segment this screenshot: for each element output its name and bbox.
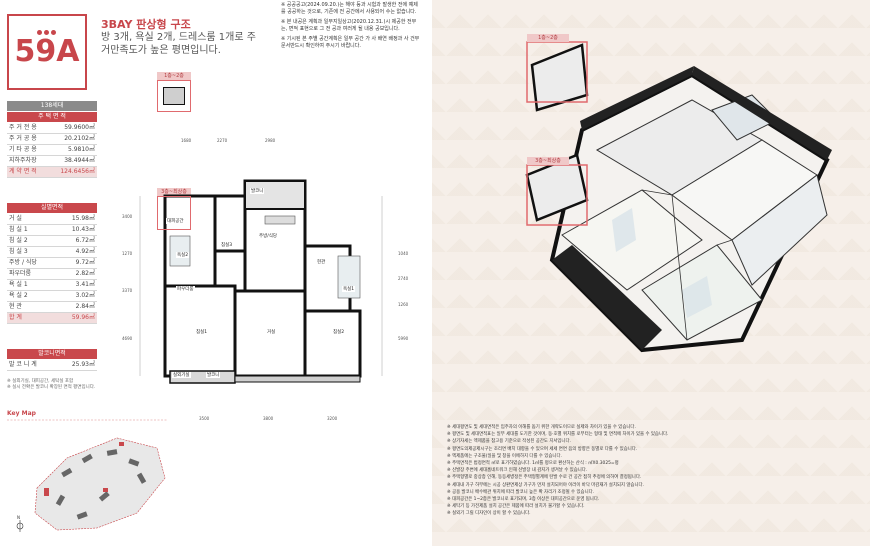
footnote: ※ 실외기실, 대피공간, 세탁실 포함: [7, 379, 74, 384]
dim-right-1: 1040: [398, 251, 409, 256]
note-top-item: ※ 공공공고(2024.09.20.)는 해야 등과 시험과 발생한 전에 예제…: [281, 2, 418, 15]
inset-1-2-frame: [157, 80, 191, 112]
room-label-bed1: 침실1: [195, 329, 209, 335]
household-count: 138세대: [7, 101, 97, 111]
dim-right-3: 1260: [398, 302, 409, 307]
dim-left-3: 3370: [122, 288, 133, 293]
svg-text:N: N: [17, 515, 20, 520]
actual-area-header: 실별면적: [7, 203, 97, 213]
footnote: ※ 실시 전확은 발코니 확장된 면적 평면입니다.: [7, 385, 96, 390]
plan-walls: [139, 179, 383, 384]
room-label-balcony: 발코니: [250, 188, 265, 194]
dim-top-1: 1680: [181, 138, 192, 143]
note-bottom-item: ※ 엑제품에는 구조물(일을 및 창을 이에하지 다를 수 있습니다.: [447, 453, 562, 459]
unit-description: 방 3개, 욕실 2개, 드레스룸 1개로 주거만족도가 높은 평면입니다.: [101, 32, 256, 56]
note-bottom-item: ※ 실외기 그릴 디자인이 상이 할 수 있습니다.: [447, 511, 531, 517]
floor-plan-2d: 1층~2층 1680 2270 2980 3층~최상층 발코니 대피공간 침실3…: [120, 66, 425, 386]
room-label-balcony-bottom: 발코니: [206, 372, 221, 378]
note-bottom-item: ※ 평면도 및 세대면적표는 일부 세대를 도기한 것이며, 동·호별 위치를 …: [447, 432, 669, 438]
unit-type-code: 59A: [14, 34, 80, 69]
floor-tag-3-top: 3층~최상층: [157, 188, 191, 196]
unit-headline: 3BAY 판상형 구조: [101, 18, 191, 31]
room-label-powder: 파우더룸: [176, 286, 195, 292]
room-label-evac: 대피공간: [166, 218, 185, 224]
area-footnotes: ※ 실외기실, 대피공간, 세탁실 포함 ※ 실시 전확은 발코니 확장된 면적…: [7, 379, 97, 391]
notes-bottom: ※ 세대평면도 및 세대면적은 입주자의 이해를 돕기 위한 개략도이므로 실제…: [447, 424, 865, 518]
note-bottom-item: ※ 주택면적은 법정면적 ㎡로 표기하였습니다. 1㎡를 평으로 환산하는 산식…: [447, 461, 619, 467]
site-key-map: N: [7, 419, 167, 532]
inset-1-2-balcony: [163, 87, 185, 105]
note-bottom-item: ※ 공용 발코니 배수배관 위치에 따라 발코니 높은 확 자리가 조정될 수 …: [447, 489, 595, 495]
balcony-header: 발코니면적: [7, 349, 97, 359]
note-bottom-item: ※ 상기자세는 엑제품을 참고용 기준으로 작성된 공간도 지서입니다.: [447, 439, 571, 445]
evac-space-frame: [157, 196, 191, 230]
dim-bottom-3: 3200: [327, 416, 338, 421]
note-bottom-item: ※ 주택형별로 중상층 인해, 동등세병정은 주택형별계에 탄발 수로 건 공간…: [447, 475, 642, 481]
keymap-title: Key Map: [7, 410, 36, 417]
room-label-ac: 실외기실: [172, 372, 191, 378]
floor-tag-1-2: 1층~2층: [157, 72, 191, 80]
floor-plan-isometric: [525, 41, 832, 353]
notes-top: ※ 공공공고(2024.09.20.)는 해야 등과 시험과 발생한 전에 예제…: [281, 2, 421, 53]
note-bottom-item: ※ 대피공간은 1~2층은 발코니로 표기되며, 3층 이상은 대피공간으로 운…: [447, 497, 600, 503]
note-bottom-item: ※ 세탁기 등 가전제품 설치 공간은 제품에 따라 설치가 불가할 수 있습니…: [447, 504, 585, 510]
room-label-bath1: 욕실1: [342, 286, 356, 292]
room-label-bed3: 침실3: [220, 242, 234, 248]
dim-right-4: 5990: [398, 336, 409, 341]
dim-bottom-2: 3800: [263, 416, 274, 421]
note-bottom-item: ※ 평면도의제공제시구는 조리면 배치 대항을 수 있으며 세세 면면 음의 방…: [447, 446, 638, 452]
dim-left-1: 3400: [122, 214, 133, 219]
note-bottom-item: ※ 세대내 가구 하부에는 시공 상판면제상 가구가 먼저 설치되어야 이러이 …: [447, 482, 644, 488]
room-label-entry: 현관: [316, 259, 327, 265]
iso-floor-tag-3-top: 3층~최상층: [527, 157, 569, 165]
dim-bottom-1: 3500: [199, 416, 210, 421]
note-bottom-item: ※ 세대평면도 및 세대면적은 입주자의 이해를 돕기 위한 개략도이므로 실제…: [447, 425, 636, 430]
dim-top-2: 2270: [217, 138, 228, 143]
dim-left-4: 4690: [122, 336, 133, 341]
note-top-item: ※ 본 내공은 계획과 일부지일상고(2020.12.31.)시 제공한 전부는…: [281, 19, 417, 32]
area-header: 주 택 면 적: [7, 112, 97, 122]
dim-left-2: 1270: [122, 251, 133, 256]
dim-right-2: 2740: [398, 276, 409, 281]
note-bottom-item: ※ 신발장 주변에 세대홈네트워크 인해 신발장 내 감지가 생겨날 수 있습니…: [447, 468, 588, 474]
dim-top-3: 2980: [265, 138, 276, 143]
unit-type-badge: 59A: [7, 14, 87, 90]
iso-floor-tag-1-2: 1층~2층: [527, 34, 569, 42]
room-label-living: 거실: [266, 329, 277, 335]
note-top-item: ※ 기시된 본 주별 공간계획은 일부 공간 가 사 배연 배정과 사 건부 문…: [281, 36, 420, 49]
room-label-kitchen: 주방/식당: [258, 233, 279, 239]
room-label-bath2: 욕실2: [176, 252, 190, 258]
room-label-bed2: 침실2: [332, 329, 346, 335]
brand-dots-icon: [37, 20, 63, 35]
